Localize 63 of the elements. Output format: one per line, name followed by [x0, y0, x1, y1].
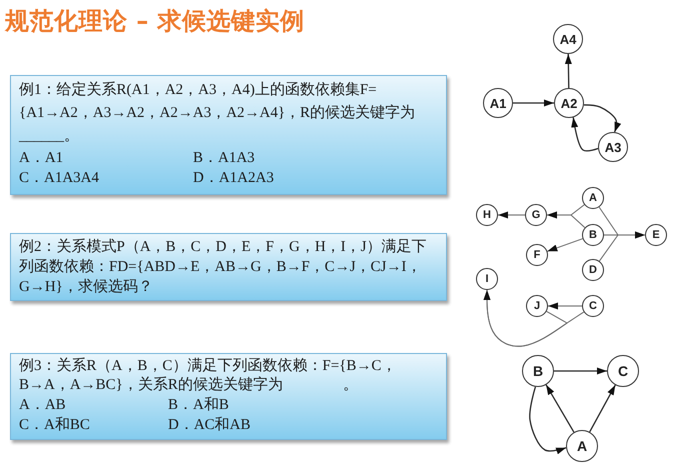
node-label: F: [534, 250, 540, 260]
node-label: J: [534, 300, 540, 312]
attribute-circle: [582, 224, 604, 246]
node-label: G: [532, 210, 540, 220]
node-label: A1: [490, 96, 506, 110]
attribute-circle: [566, 430, 598, 462]
slide-title: 规范化理论 – 求候选键实例: [5, 7, 305, 36]
attribute-circle: [598, 132, 628, 162]
attribute-circle: [476, 204, 498, 226]
node-label: A: [576, 439, 588, 453]
attribute-circle: [526, 244, 548, 266]
attribute-circle: [582, 187, 604, 209]
node-label: E: [652, 230, 660, 240]
answer-option: C．A1A3A4: [19, 168, 100, 188]
arrow: [546, 212, 586, 228]
node-label: B: [532, 364, 544, 378]
attribute-circle: [582, 259, 604, 281]
answer-option: B．A和B: [168, 395, 229, 415]
attribute-circle: [553, 24, 583, 54]
node-label: C: [589, 300, 597, 312]
node-label: B: [589, 230, 597, 240]
attribute-circle: [522, 355, 554, 387]
node-label: D: [589, 264, 597, 276]
node-label: A2: [560, 96, 578, 110]
node-label: A3: [604, 140, 622, 154]
question-text: 例1：给定关系R(A1，A2，A3，A4)上的函数依赖集F={A1→A2，A3→A2，A2→A3，A2→A4}，R的候选关键字为______。: [19, 80, 416, 146]
attribute-circle: [525, 204, 547, 226]
attribute-circle: [607, 355, 639, 387]
arrow: [546, 238, 584, 252]
attribute-circle: [526, 295, 548, 317]
answer-option: D．A1A2A3: [193, 168, 274, 188]
arrow: [484, 290, 568, 347]
arrow: [564, 54, 572, 88]
arrow: [548, 302, 582, 310]
answer-option: A．AB: [19, 395, 66, 415]
answer-option: D．AC和AB: [168, 415, 251, 435]
arrow: [589, 384, 616, 432]
answer-option: C．A和BC: [19, 415, 90, 435]
arrow: [498, 212, 526, 218]
node-label: H: [483, 210, 491, 220]
answer-option: B．A1A3: [193, 148, 255, 168]
attribute-circle: [582, 295, 604, 317]
question-card: [10, 353, 447, 440]
arrow: [554, 368, 607, 374]
node-label: A4: [560, 32, 576, 46]
arrow: [584, 104, 622, 132]
arrow: [598, 232, 646, 262]
node-label: A: [589, 192, 597, 204]
attribute-circle: [645, 224, 667, 246]
attribute-circle: [554, 88, 584, 118]
question-card: [10, 75, 447, 195]
question-text: 例2：关系模式P（A，B，C，D，E，F，G，H，I，J）满足下列函数依赖：FD={ABD→E，AB→G，B→F，C→J，CJ→I，G→H}，求候选码？: [19, 238, 428, 297]
arrow: [571, 117, 598, 152]
attribute-circle: [476, 268, 498, 290]
question-card: [10, 233, 447, 301]
arrow: [546, 384, 574, 433]
attribute-circle: [483, 88, 513, 118]
node-label: I: [485, 274, 489, 284]
arrow: [529, 386, 566, 454]
answer-option: A．A1: [19, 148, 64, 168]
arrow: [513, 100, 554, 106]
question-text: 例3：关系R（A，B，C）满足下列函数依赖：F={B→C，B→A，A→BC}，关系R的候选关键字为 。: [19, 357, 398, 395]
node-label: C: [618, 364, 628, 378]
